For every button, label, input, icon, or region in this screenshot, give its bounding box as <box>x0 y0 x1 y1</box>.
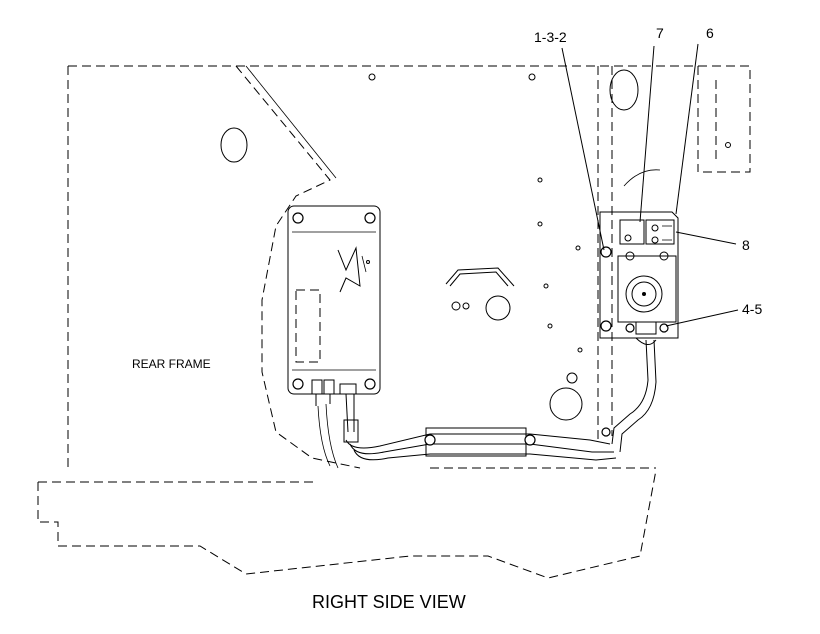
rear-frame-label: REAR FRAME <box>132 357 211 371</box>
wiring-harness <box>317 339 657 469</box>
callout-8: 8 <box>742 237 750 253</box>
switch-panel <box>599 211 679 345</box>
rear-frame-outline <box>67 65 751 468</box>
callout-1-3-2: 1-3-2 <box>534 29 567 45</box>
callout-7: 7 <box>656 25 664 41</box>
control-module <box>287 205 381 395</box>
view-title: RIGHT SIDE VIEW <box>312 592 466 612</box>
bracket-profile <box>220 65 536 469</box>
upper-right-opening <box>609 69 731 187</box>
callout-6: 6 <box>706 25 714 41</box>
module-connectors <box>311 379 359 443</box>
leader-lines <box>561 43 739 327</box>
callout-4-5: 4-5 <box>742 301 762 317</box>
chassis-outline <box>37 467 657 579</box>
center-features <box>445 177 583 421</box>
